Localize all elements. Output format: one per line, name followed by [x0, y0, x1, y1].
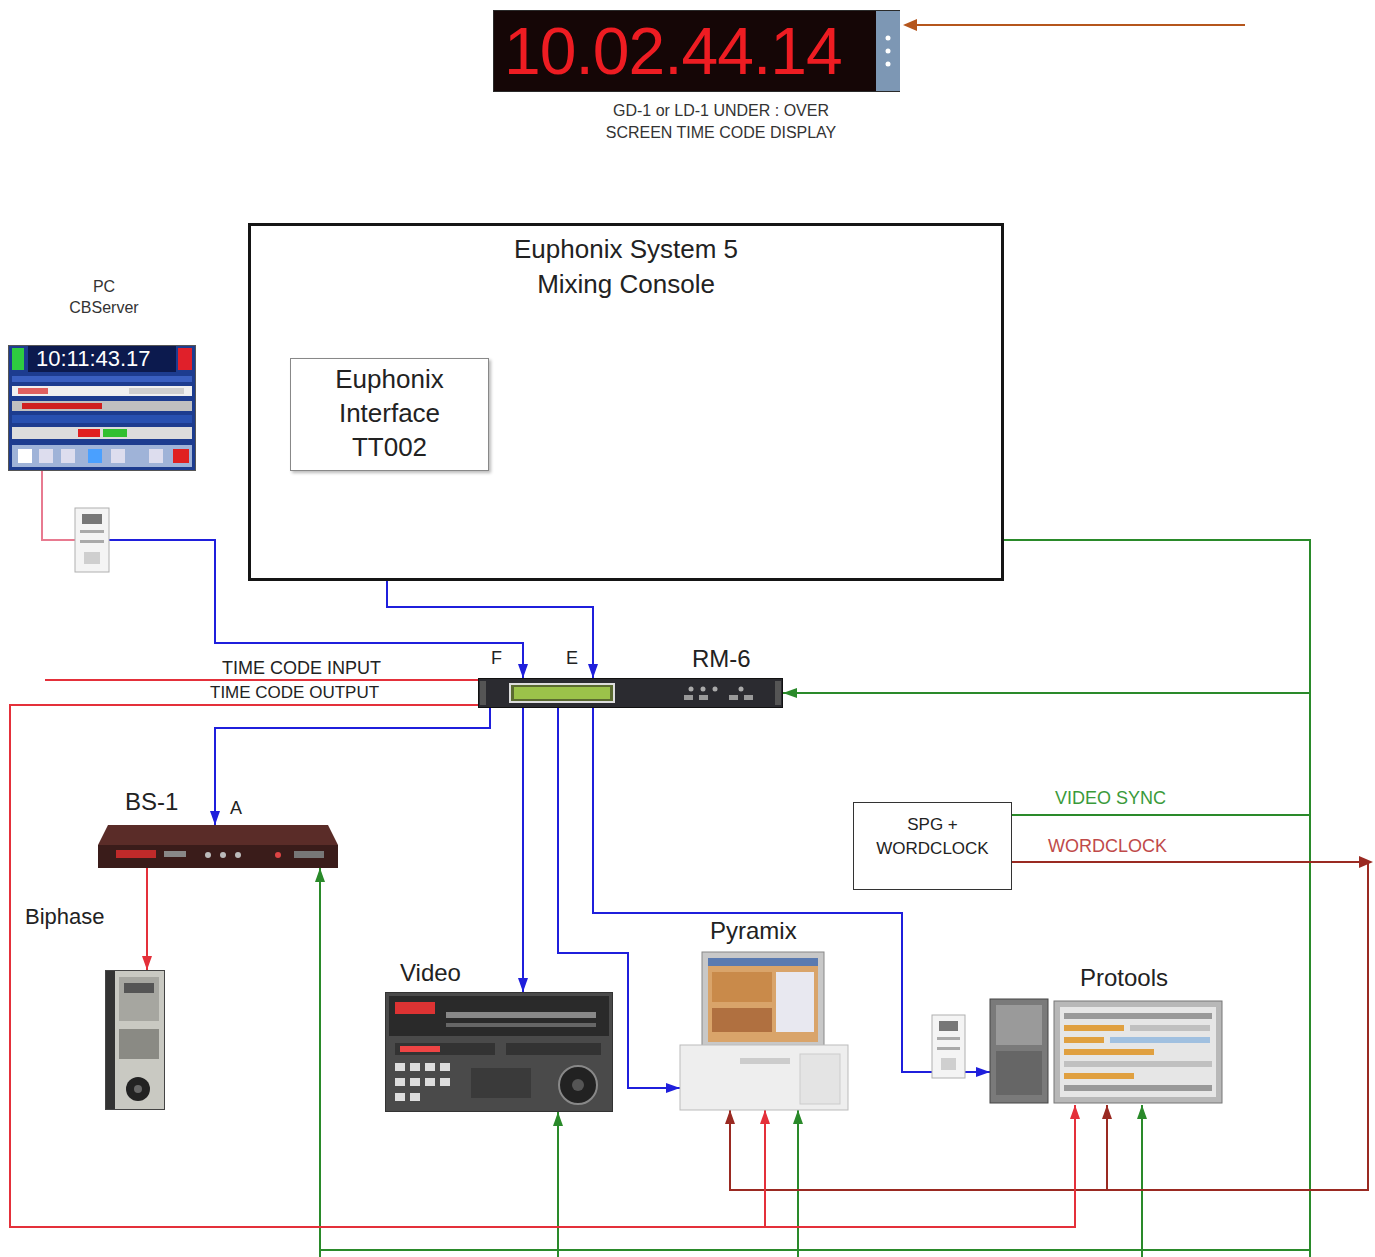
- biphase-unit: Biphase: [105, 970, 165, 1110]
- workstation-art: [680, 950, 848, 1110]
- port-letter: E: [566, 648, 578, 668]
- converter-icon: [75, 508, 109, 572]
- signal-wire: [320, 815, 1310, 1250]
- sync-stub: [319, 1250, 321, 1257]
- signal-name: TIME CODE INPUT: [222, 658, 381, 678]
- interface-label: Euphonix Interface TT002: [291, 362, 488, 464]
- workstation: Protools: [990, 997, 1222, 1105]
- device-label: Biphase: [25, 903, 105, 931]
- rack-unit-art: [479, 679, 784, 709]
- console-title: Euphonix System 5 Mixing Console: [476, 232, 776, 302]
- serial-cable-line: [42, 471, 75, 540]
- timecode-feed-line: [915, 24, 1245, 26]
- wire-label: WORDCLOCK: [1046, 836, 1169, 857]
- timecode-input-line: [45, 679, 478, 681]
- pc-screen: PC CBServer10:11:43.17: [8, 345, 196, 471]
- signal-wire: [215, 708, 490, 825]
- display-digits: 10.02.44.14: [504, 15, 842, 87]
- rack-unit: RM-6: [478, 678, 783, 708]
- workstation-art: [990, 997, 1222, 1105]
- sync-stub: [1141, 1250, 1143, 1257]
- device-label: RM-6: [692, 644, 751, 674]
- wire-label: VIDEO SYNC: [1053, 788, 1168, 809]
- device-label: BS-1: [125, 787, 178, 817]
- generator-box: SPG + WORDCLOCK: [853, 802, 1012, 890]
- signal-wire: [10, 705, 765, 1227]
- workstation: Pyramix: [680, 950, 848, 1110]
- signal-wire: [593, 708, 990, 1072]
- sync-stub: [557, 1250, 559, 1257]
- device-caption: GD-1 or LD-1 UNDER : OVER SCREEN TIME CO…: [601, 100, 841, 144]
- signal-wire: [783, 693, 1310, 815]
- arrow-head: [903, 19, 917, 31]
- generator-label: SPG + WORDCLOCK: [854, 813, 1011, 861]
- sync-stub: [1309, 1250, 1311, 1257]
- port-letter: A: [230, 798, 242, 818]
- device-label: Protools: [1080, 963, 1168, 993]
- biphase-unit-art: [106, 971, 166, 1111]
- signal-wire: [10, 705, 1075, 1227]
- device-label: Pyramix: [710, 916, 797, 946]
- signal-wire: [522, 708, 524, 992]
- rack-unit-art: [98, 825, 338, 868]
- sync-stub: [797, 1250, 799, 1257]
- signal-wire: [1012, 815, 1310, 1250]
- rack-unit: BS-1: [98, 825, 338, 868]
- port-letter: F: [491, 648, 502, 668]
- converter-icon: [932, 1015, 965, 1078]
- signal-wire: [146, 868, 148, 970]
- wire-label: TIME CODE OUTPUT: [208, 683, 381, 702]
- timecode-display: 10.02.44.14GD-1 or LD-1 UNDER : OVER SCR…: [493, 10, 900, 92]
- device-label: PC CBServer: [59, 276, 149, 318]
- console-box: Euphonix System 5 Mixing ConsoleEuphonix…: [248, 223, 1004, 581]
- signal-wire: [730, 862, 1368, 1190]
- arrow-head: [1359, 856, 1373, 868]
- interface-box: Euphonix Interface TT002: [290, 358, 489, 471]
- signal-wire: [1012, 862, 1368, 1190]
- device-label: Video: [400, 958, 461, 988]
- video-deck-art: [386, 993, 614, 1113]
- video-deck: Video: [385, 992, 613, 1112]
- time-readout: 10:11:43.17: [36, 346, 151, 372]
